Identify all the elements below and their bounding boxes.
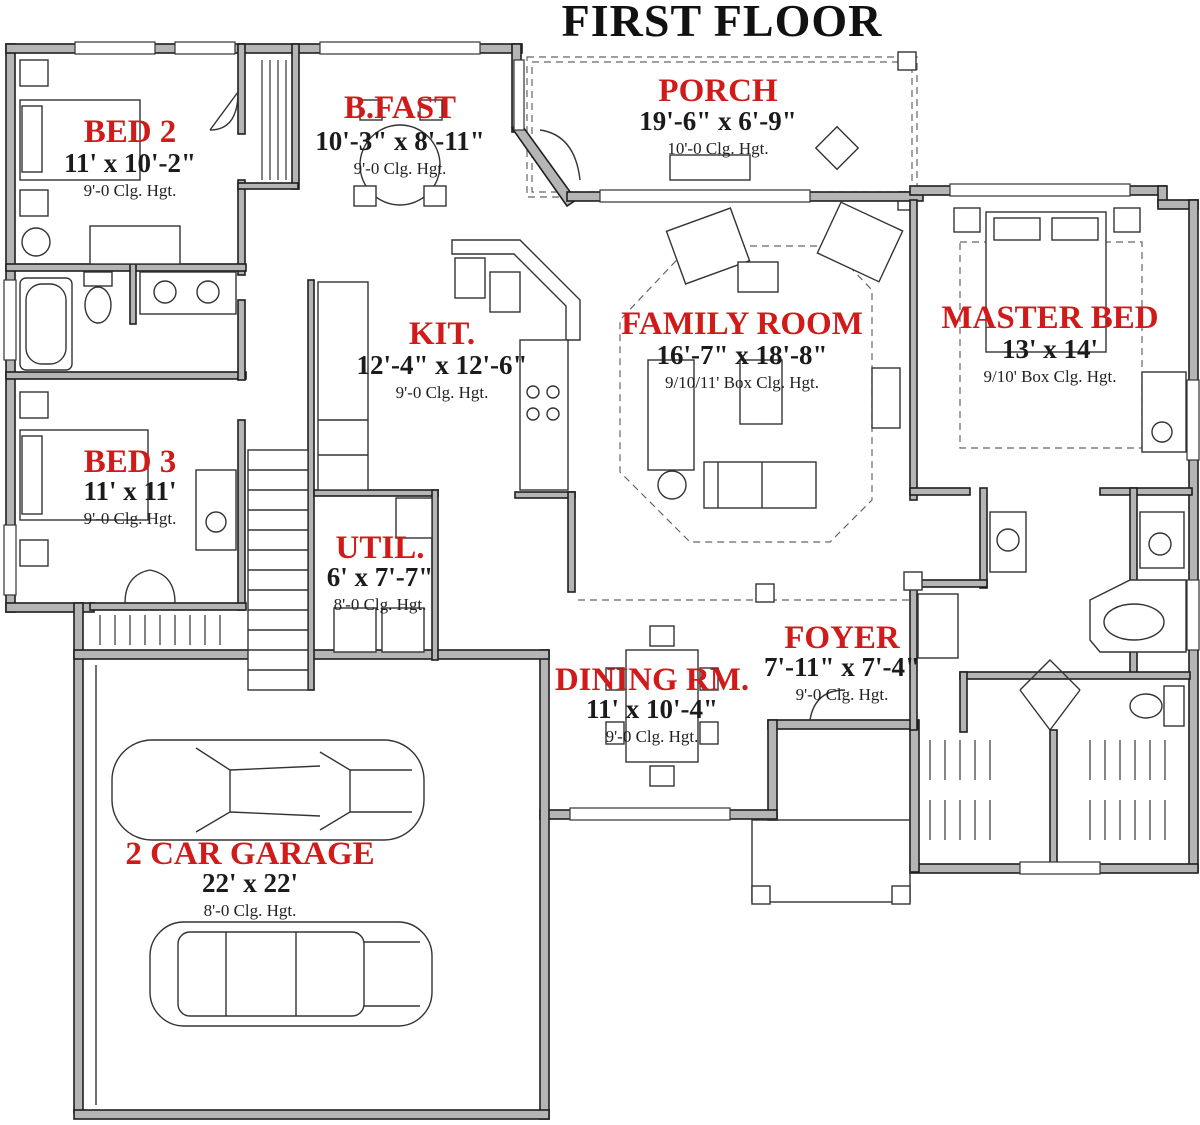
room-label-foyer: FOYER 7'-11" x 7'-4" 9'-0 Clg. Hgt. xyxy=(764,620,920,704)
kit-name: KIT. xyxy=(409,316,475,352)
car-sedan-icon xyxy=(111,739,425,841)
toilet-icon xyxy=(83,271,113,287)
dining-clg: 9'-0 Clg. Hgt. xyxy=(606,727,699,746)
family-name: FAMILY ROOM xyxy=(621,306,863,342)
bfast-name: B.FAST xyxy=(344,90,456,126)
room-label-kit: KIT. 12'-4" x 12'-6" 9'-0 Clg. Hgt. xyxy=(357,316,528,402)
bed3-dims: 11' x 11' xyxy=(83,476,176,506)
family-dims: 16'-7" x 18'-8" xyxy=(657,340,828,370)
master-closet-rods xyxy=(929,740,1166,840)
foyer-dims: 7'-11" x 7'-4" xyxy=(764,652,920,682)
room-label-util: UTIL. 6' x 7'-7" 8'-0 Clg. Hgt. xyxy=(327,530,433,614)
bed2-closet-rods xyxy=(261,60,287,180)
bfast-clg: 9'-0 Clg. Hgt. xyxy=(354,159,447,178)
windows xyxy=(3,41,1200,875)
kit-dims: 12'-4" x 12'-6" xyxy=(357,350,528,380)
room-label-dining: DINING RM. 11' x 10'-4" 9'-0 Clg. Hgt. xyxy=(555,662,749,746)
util-name: UTIL. xyxy=(336,530,425,566)
master-clg: 9/10' Box Clg. Hgt. xyxy=(984,367,1117,386)
master-name: MASTER BED xyxy=(941,300,1158,336)
range-icon xyxy=(526,385,560,421)
dining-name: DINING RM. xyxy=(555,662,749,698)
util-dims: 6' x 7'-7" xyxy=(327,562,433,592)
bed2-clg: 9'-0 Clg. Hgt. xyxy=(84,181,177,200)
foyer-name: FOYER xyxy=(784,620,901,656)
family-room-furniture xyxy=(578,201,912,601)
sink-icon xyxy=(996,528,1020,552)
bed2-furniture xyxy=(19,59,287,265)
util-clg: 8'-0 Clg. Hgt. xyxy=(334,595,427,614)
kit-clg: 9'-0 Clg. Hgt. xyxy=(396,383,489,402)
sink-icon xyxy=(153,280,177,304)
master-bed-furniture xyxy=(953,207,1187,453)
room-label-family: FAMILY ROOM 16'-7" x 18'-8" 9/10/11' Box… xyxy=(621,306,863,392)
bed3-furniture xyxy=(19,391,237,645)
room-label-bed3: BED 3 11' x 11' 9'-0 Clg. Hgt. xyxy=(83,444,176,528)
porch-name: PORCH xyxy=(658,73,777,109)
dryer-icon xyxy=(381,607,425,653)
breakfast-table xyxy=(353,99,581,207)
sink-icon xyxy=(395,497,433,539)
bed3-name: BED 3 xyxy=(84,444,177,480)
washer-icon xyxy=(333,607,377,653)
garage-dims: 22' x 22' xyxy=(202,868,298,898)
bed2-dims: 11' x 10'-2" xyxy=(64,148,196,178)
porch-clg: 10'-0 Clg. Hgt. xyxy=(667,139,768,158)
dining-dims: 11' x 10'-4" xyxy=(586,694,718,724)
stair-icon xyxy=(247,449,309,691)
foyer-clg: 9'-0 Clg. Hgt. xyxy=(796,685,889,704)
master-bath xyxy=(917,511,1187,840)
front-stoop xyxy=(751,689,911,905)
hall-bath xyxy=(19,271,237,371)
toilet-icon xyxy=(1163,685,1185,727)
bfast-dims: 10'-3" x 8'-11" xyxy=(315,126,484,156)
plan-title: FIRST FLOOR xyxy=(562,0,883,46)
room-label-master: MASTER BED 13' x 14' 9/10' Box Clg. Hgt. xyxy=(941,300,1158,386)
bed3-closet-rods xyxy=(99,615,221,645)
room-label-bfast: B.FAST 10'-3" x 8'-11" 9'-0 Clg. Hgt. xyxy=(315,90,484,178)
garage-name: 2 CAR GARAGE xyxy=(125,836,374,872)
dining-table xyxy=(605,571,923,787)
room-label-porch: PORCH 19'-6" x 6'-9" 10'-0 Clg. Hgt. xyxy=(639,73,796,158)
kitchen-cabinets xyxy=(317,239,581,491)
util-fixtures xyxy=(333,497,433,653)
porch-dims: 19'-6" x 6'-9" xyxy=(639,106,796,136)
car-suv-icon xyxy=(149,921,433,1027)
garage-clg: 8'-0 Clg. Hgt. xyxy=(204,901,297,920)
bed2-name: BED 2 xyxy=(84,114,177,150)
room-label-garage: 2 CAR GARAGE 22' x 22' 8'-0 Clg. Hgt. xyxy=(125,836,374,920)
room-label-bed2: BED 2 11' x 10'-2" 9'-0 Clg. Hgt. xyxy=(64,114,196,200)
master-dims: 13' x 14' xyxy=(1002,334,1098,364)
bed3-clg: 9'-0 Clg. Hgt. xyxy=(84,509,177,528)
family-clg: 9/10/11' Box Clg. Hgt. xyxy=(665,373,819,392)
